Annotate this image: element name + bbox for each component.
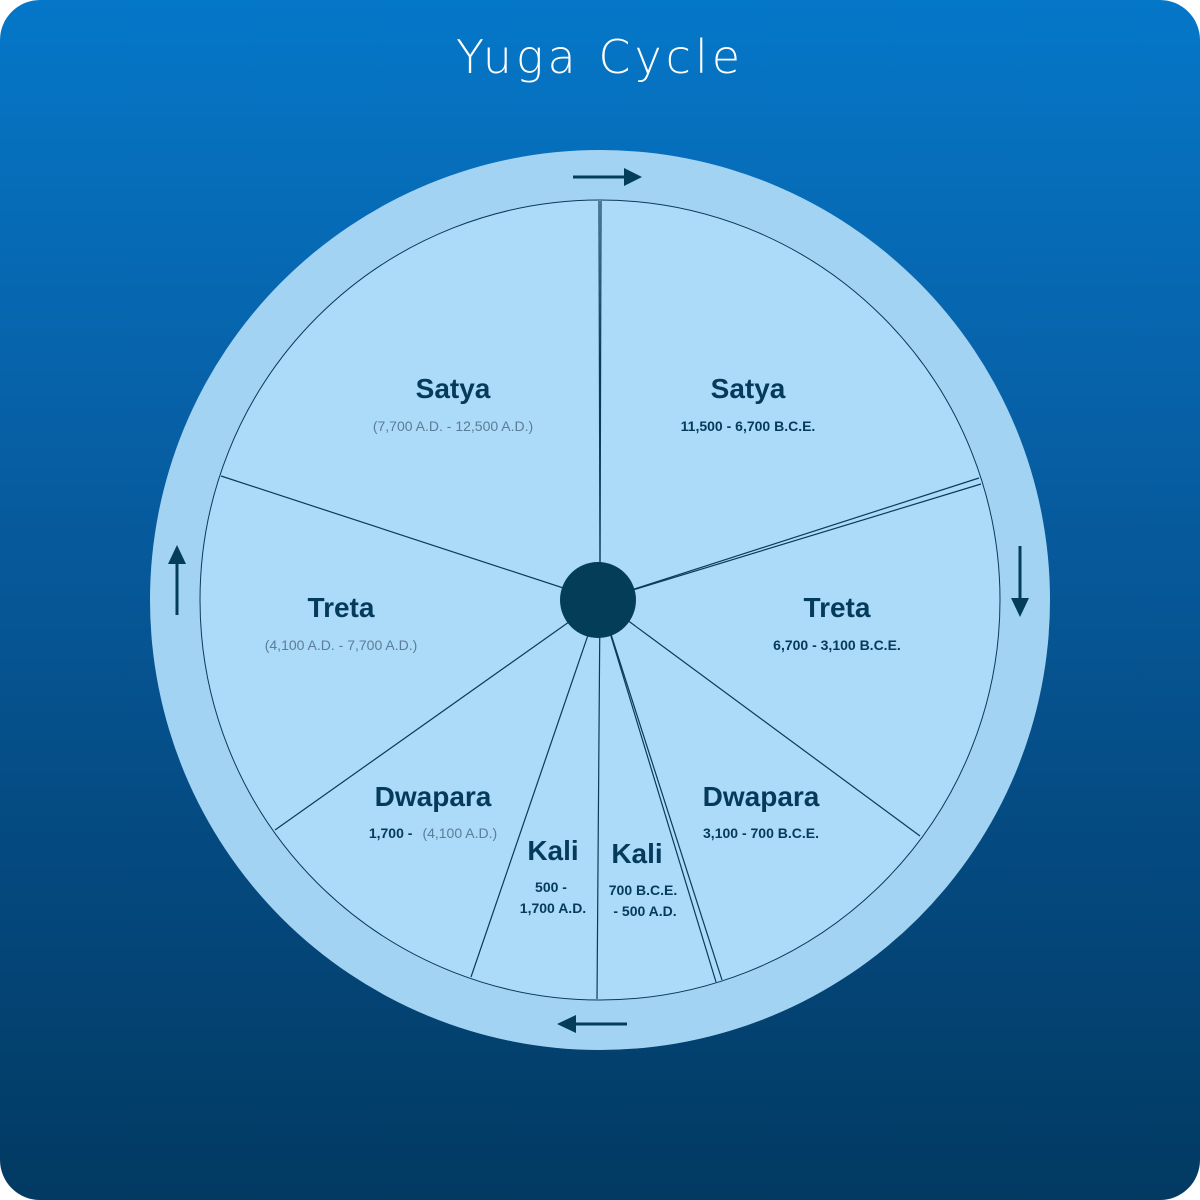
kali-ascending-dates-line1: 500 - (535, 879, 567, 895)
wheel-hub (560, 562, 636, 638)
treta-ascending-name: Treta (308, 592, 375, 623)
dwapara-descending-dates: 3,100 - 700 B.C.E. (703, 825, 819, 841)
arrow-down-icon (1011, 546, 1029, 617)
divider-right-upper-b (599, 483, 982, 601)
divider-kali-left (470, 599, 601, 978)
kali-descending-dates-line1: 700 B.C.E. (609, 882, 677, 898)
arrow-left-icon (557, 1015, 627, 1033)
kali-ascending-name: Kali (527, 835, 578, 866)
dwapara-descending-name: Dwapara (703, 781, 820, 812)
dwapara-ascending-dates-end: (4,100 A.D.) (422, 825, 497, 841)
divider-top-right (599, 200, 602, 601)
kali-descending-name: Kali (611, 838, 662, 869)
divider-kali-right-b (599, 599, 723, 981)
divider-kali-center (596, 599, 601, 1000)
page-title: Yuga Cycle (455, 30, 745, 84)
treta-descending-dates: 6,700 - 3,100 B.C.E. (773, 637, 901, 653)
satya-ascending-name: Satya (416, 373, 491, 404)
arrow-right-icon (573, 168, 642, 186)
divider-left-lower (274, 599, 601, 831)
dwapara-ascending-dates-start: 1,700 - (369, 825, 413, 841)
divider-left-upper (220, 475, 601, 601)
divider-right-lower (599, 599, 921, 837)
satya-ascending-dates: (7,700 A.D. - 12,500 A.D.) (373, 418, 533, 434)
divider-right-upper-a (599, 477, 980, 601)
treta-ascending-dates: (4,100 A.D. - 7,700 A.D.) (265, 637, 418, 653)
dwapara-ascending-dates: 1,700 - (4,100 A.D.) (369, 825, 497, 842)
satya-descending-dates: 11,500 - 6,700 B.C.E. (681, 418, 816, 434)
kali-descending-dates-line2: - 500 A.D. (613, 903, 676, 919)
satya-descending-name: Satya (711, 373, 786, 404)
arrow-up-icon (168, 545, 186, 615)
kali-ascending-dates-line2: 1,700 A.D. (520, 900, 586, 916)
treta-descending-name: Treta (804, 592, 871, 623)
divider-kali-right-a (599, 599, 717, 983)
segment-dividers (220, 200, 982, 1000)
dwapara-ascending-name: Dwapara (375, 781, 492, 812)
